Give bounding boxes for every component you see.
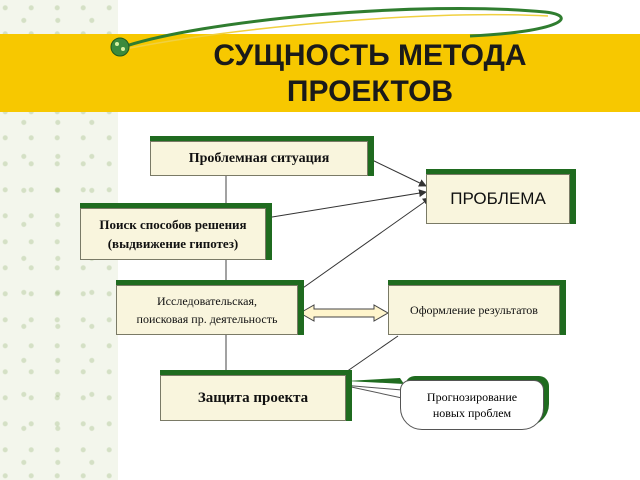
callout-forecast-line1: Прогнозирование (426, 390, 518, 404)
arrow-research-to-problem (299, 197, 431, 291)
box-search-line2: (выдвижение гипотез) (107, 236, 239, 251)
title-band (0, 34, 640, 112)
box-search-line1: Поиск способов решения (99, 217, 247, 232)
connector-results-to-defense (345, 335, 399, 373)
double-arrow (298, 304, 390, 322)
box-results-formatting: Оформление результатов (388, 285, 560, 335)
callout-forecast-line2: новых проблем (432, 406, 512, 420)
page-title: СУЩНОСТЬ МЕТОДА ПРОЕКТОВ (213, 39, 527, 108)
box-results-label: Оформление результатов (410, 302, 538, 317)
box-problem-situation: Проблемная ситуация (150, 141, 368, 176)
box-research-activity: Исследовательская, поисковая пр. деятель… (116, 285, 298, 335)
arrow-search-to-problem (265, 189, 427, 219)
box-search-solutions: Поиск способов решения (выдвижение гипот… (80, 208, 266, 260)
box-defense-label: Защита проекта (197, 389, 309, 406)
decorative-swoosh (119, 6, 563, 50)
decorative-swoosh-lower (119, 13, 549, 51)
box-problem-situation-label: Проблемная ситуация (188, 150, 330, 166)
arrow-situation-to-problem (367, 157, 427, 187)
box-research-line2: поисковая пр. деятельность (136, 312, 278, 326)
box-problem-label: ПРОБЛЕМА (450, 189, 546, 208)
decorative-orb-icon (110, 37, 130, 57)
callout-forecast-problems: Прогнозирование новых проблем (400, 380, 544, 430)
box-project-defense: Защита проекта (160, 375, 346, 421)
box-research-line1: Исследовательская, (157, 294, 257, 308)
box-problem: ПРОБЛЕМА (426, 174, 570, 224)
callout-tail (341, 384, 403, 399)
